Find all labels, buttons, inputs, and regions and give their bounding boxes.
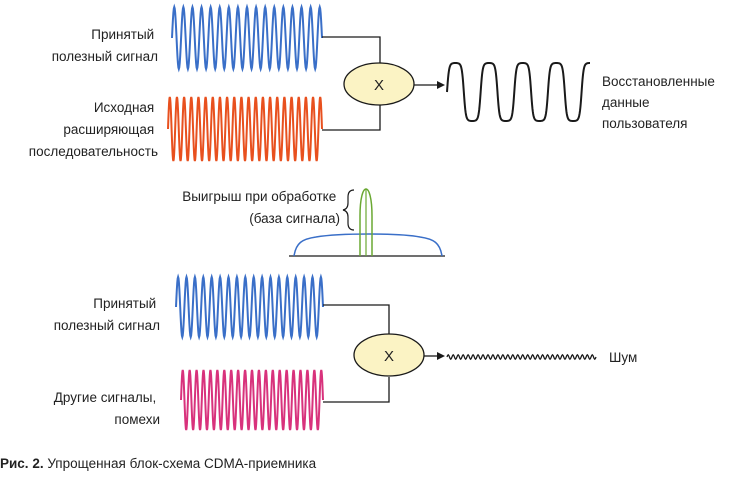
top-mixer-symbol: X xyxy=(374,77,384,94)
bottom-arrow-head xyxy=(437,352,445,360)
bottom-mixer-symbol: X xyxy=(384,348,394,365)
noise-waveform xyxy=(446,353,597,361)
top-mixer xyxy=(343,62,415,106)
top-received-label: Принятый полезный сигнал xyxy=(52,27,158,64)
top-spreading-label: Исходная расширяющая последовательность xyxy=(29,100,158,159)
bottom-mixer xyxy=(353,333,425,377)
gain-label: Выигрыш при обработке (база сигнала) xyxy=(182,189,340,226)
wideband-spectrum xyxy=(293,233,443,257)
received-signal-waveform xyxy=(171,3,323,73)
received-signal-waveform-bottom xyxy=(175,273,324,341)
bottom-other-label: Другие сигналы, помехи xyxy=(54,390,160,427)
figure-caption-text: Упрощенная блок-схема CDMA-приемника xyxy=(43,456,317,471)
top-arrow-head xyxy=(437,81,445,89)
recovered-data-waveform xyxy=(446,62,590,122)
spreading-sequence-waveform xyxy=(167,96,323,162)
top-output-label: Восстановленные данные пользователя xyxy=(602,74,719,131)
top-connector-lines xyxy=(322,36,437,131)
figure-caption-prefix: Рис. 2. xyxy=(0,456,44,471)
figure-caption: Рис. 2. Упрощенная блок-схема CDMA-прием… xyxy=(0,456,316,471)
bottom-connector-lines xyxy=(323,304,437,403)
noise-label: Шум xyxy=(609,350,637,365)
other-signals-waveform xyxy=(180,369,324,431)
gain-brace xyxy=(342,189,355,231)
bottom-received-label: Принятый полезный сигнал xyxy=(54,296,160,333)
